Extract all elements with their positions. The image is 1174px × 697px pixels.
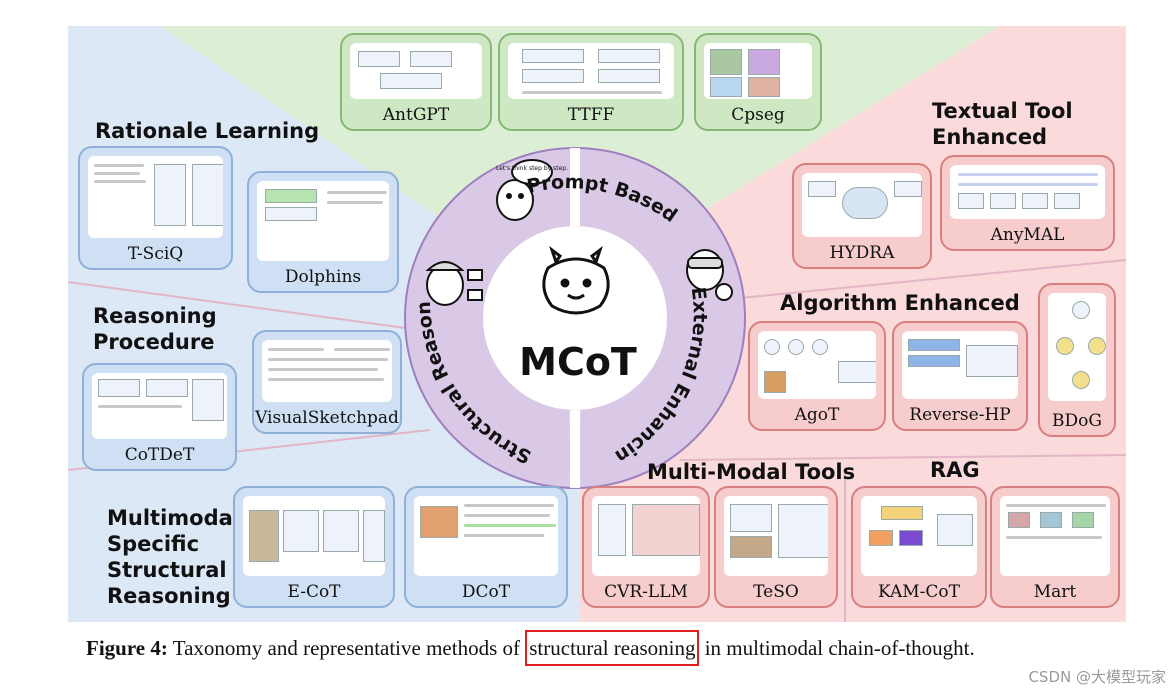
- method-card-mart: Mart: [990, 486, 1120, 608]
- method-thumbnail: [1048, 293, 1106, 401]
- method-card-hydra: HYDRA: [792, 163, 932, 269]
- method-card-ecot: E-CoT: [233, 486, 395, 608]
- method-thumbnail: [92, 373, 227, 439]
- method-thumbnail: [592, 496, 700, 576]
- method-card-anymal: AnyMAL: [940, 155, 1115, 251]
- method-label: BDoG: [1052, 411, 1102, 431]
- divider-line-3: [719, 259, 1127, 301]
- method-label: Dolphins: [284, 267, 362, 287]
- divider-line-1: [67, 281, 421, 331]
- method-card-reverse-hp: Reverse-HP: [892, 321, 1028, 431]
- caption-text-after: in multimodal chain-of-thought.: [704, 636, 975, 660]
- method-thumbnail: [724, 496, 828, 576]
- heading-multi-modal-tools: Multi-Modal Tools: [647, 460, 856, 484]
- caption-highlight: structural reasoning: [525, 630, 700, 666]
- method-thumbnail: [861, 496, 977, 576]
- heading-multimodal-1: Multimodal: [107, 506, 240, 530]
- method-label: CoTDeT: [124, 445, 195, 465]
- method-card-agot: AgoT: [748, 321, 886, 431]
- method-label: TTFF: [567, 105, 615, 125]
- method-label: T-SciQ: [127, 244, 184, 264]
- method-label: Reverse-HP: [909, 405, 1011, 425]
- method-thumbnail: [88, 156, 223, 238]
- heading-reasoning-procedure-2: Procedure: [93, 330, 215, 354]
- method-label: DCoT: [461, 582, 511, 602]
- method-label: E-CoT: [287, 582, 341, 602]
- heading-multimodal-2: Specific: [107, 532, 200, 556]
- method-card-kam-cot: KAM-CoT: [851, 486, 987, 608]
- heading-rationale-learning: Rationale Learning: [95, 119, 320, 143]
- method-thumbnail: [262, 340, 392, 402]
- center-title: MCoT: [519, 340, 637, 384]
- method-card-cpseg: Cpseg: [694, 33, 822, 131]
- method-card-teso: TeSO: [714, 486, 838, 608]
- divider-line-4: [679, 454, 1127, 461]
- method-thumbnail: [257, 181, 389, 261]
- method-thumbnail: [508, 43, 674, 99]
- method-label: Cpseg: [731, 105, 785, 125]
- method-thumbnail: [414, 496, 558, 576]
- structural-mascot-icon: [425, 261, 483, 306]
- heading-textual-tool-2: Enhanced: [932, 125, 1048, 149]
- heading-textual-tool-1: Textual Tool: [932, 99, 1073, 123]
- method-thumbnail: [950, 165, 1105, 219]
- method-label: CVR-LLM: [604, 582, 688, 602]
- watermark: CSDN @大模型玩家: [1028, 668, 1166, 686]
- method-label: AntGPT: [382, 105, 450, 125]
- method-card-cvr-llm: CVR-LLM: [582, 486, 710, 608]
- caption-text-before: Taxonomy and representative methods of: [172, 636, 520, 660]
- inner-circle: [483, 226, 667, 410]
- method-label: HYDRA: [829, 243, 895, 263]
- method-thumbnail: [704, 43, 812, 99]
- figure-caption: Figure 4: Taxonomy and representative me…: [86, 630, 975, 666]
- method-card-visualsketchpad: VisualSketchpad: [252, 330, 402, 434]
- caption-label: Figure 4:: [86, 636, 168, 660]
- heading-rag: RAG: [930, 458, 980, 482]
- method-thumbnail: [243, 496, 385, 576]
- speech-bubble-text: Let's think step by step.: [496, 165, 568, 172]
- method-label: VisualSketchpad: [255, 408, 399, 428]
- method-label: AnyMAL: [990, 225, 1065, 245]
- method-label: TeSO: [753, 582, 799, 602]
- method-thumbnail: [802, 173, 922, 237]
- method-card-ttff: TTFF: [498, 33, 684, 131]
- method-card-tsciq: T-SciQ: [78, 146, 233, 270]
- method-label: Mart: [1033, 582, 1077, 602]
- heading-multimodal-4: Reasoning: [107, 584, 231, 608]
- method-card-antgpt: AntGPT: [340, 33, 492, 131]
- method-thumbnail: [902, 331, 1018, 399]
- heading-multimodal-3: Structural: [107, 558, 227, 582]
- llama-icon: [542, 245, 610, 315]
- method-thumbnail: [350, 43, 482, 99]
- method-thumbnail: [1000, 496, 1110, 576]
- method-thumbnail: [758, 331, 876, 399]
- method-card-bdog: BDoG: [1038, 283, 1116, 437]
- method-card-dolphins: Dolphins: [247, 171, 399, 293]
- heading-algorithm-enhanced: Algorithm Enhanced: [780, 291, 1020, 315]
- method-card-cotdet: CoTDeT: [82, 363, 237, 471]
- ring-separator-right: [569, 410, 581, 488]
- method-label: KAM-CoT: [877, 582, 961, 602]
- method-card-dcot: DCoT: [404, 486, 568, 608]
- external-mascot-icon: [686, 249, 733, 301]
- method-label: AgoT: [794, 405, 840, 425]
- heading-reasoning-procedure-1: Reasoning: [93, 304, 217, 328]
- prompt-mascot-icon: [496, 159, 553, 221]
